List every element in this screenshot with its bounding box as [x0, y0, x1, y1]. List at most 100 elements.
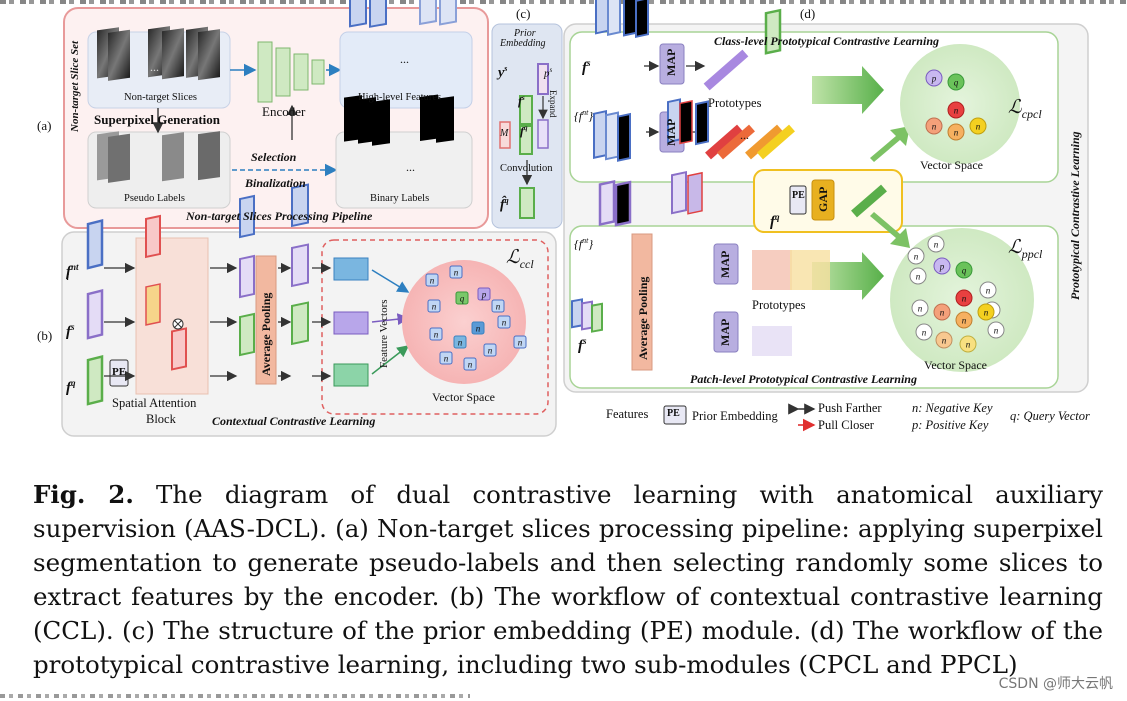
- y-s-symbol: ys: [498, 64, 508, 81]
- cpcl-positive-node: p: [925, 69, 943, 87]
- ccl-negative-node: n: [513, 335, 527, 349]
- vector-space-label-b: Vector Space: [432, 390, 495, 404]
- svg-text:q: q: [460, 294, 465, 304]
- ccl-negative-node: n: [439, 351, 453, 365]
- expand-label: Expand: [548, 90, 558, 118]
- ppcl-title: Patch-level Prototypical Contrastive Lea…: [690, 372, 917, 386]
- f-nt-symbol-d2: {fnt}: [574, 236, 594, 251]
- legend-pe-box: [663, 405, 687, 425]
- svg-text:n: n: [916, 272, 921, 282]
- ppcl-positive-node: p: [933, 257, 951, 275]
- encoder-shape: [257, 41, 325, 103]
- svg-text:n: n: [914, 252, 919, 262]
- svg-text:n: n: [502, 318, 507, 328]
- cpcl-negative-node: n: [925, 117, 943, 135]
- prior-embedding-title-1: Prior: [514, 28, 536, 39]
- ccl-negative-node: n: [449, 265, 463, 279]
- figure-caption: Fig. 2. The diagram of dual contrastive …: [33, 478, 1103, 682]
- svg-text:n: n: [468, 360, 473, 370]
- binary-label-images: [344, 94, 454, 146]
- svg-text:n: n: [986, 286, 991, 296]
- f-s-symbol-d2: fs: [578, 336, 587, 354]
- dots-binary: ...: [406, 160, 415, 174]
- m-label: M: [500, 128, 509, 139]
- spatial-attention-label: Spatial Attention: [112, 396, 197, 410]
- ccl-arrows: [104, 262, 410, 382]
- legend-push-farther: Push Farther: [818, 401, 882, 415]
- legend-pull-closer: Pull Closer: [818, 418, 874, 432]
- superpixel-generation-label: Superpixel Generation: [94, 112, 221, 127]
- map-label-ppcl-1: MAP: [718, 250, 732, 278]
- pcl-side-label: Prototypical Contrastive Learning: [1068, 131, 1082, 300]
- binalization-label: Binalization: [245, 176, 306, 190]
- high-level-features-label: High-level Features: [358, 92, 442, 103]
- legend-query-vector: q: Query Vector: [1010, 409, 1090, 423]
- ppcl-negative-node: n: [987, 321, 1005, 339]
- ppcl-mid-features: [667, 98, 709, 215]
- ccl-vector-stacks: [333, 257, 369, 387]
- svg-text:n: n: [454, 268, 459, 278]
- ccl-title: Contextual Contrastive Learning: [212, 414, 376, 428]
- panel-tag-d: (d): [800, 6, 816, 21]
- map-box-ppcl-2: [713, 311, 739, 353]
- f-s-symbol-c: fs: [518, 94, 525, 108]
- panel-tag-c: (c): [516, 6, 531, 21]
- ppcl-inputs: [593, 109, 632, 227]
- prototypes-label-ppcl: Prototypes: [752, 298, 806, 312]
- ppcl-negative-node: n: [911, 299, 929, 317]
- legend-pe-label: PE: [667, 408, 680, 419]
- loss-cpcl: ℒcpcl: [1008, 97, 1042, 121]
- vector-space-label-cpcl: Vector Space: [920, 158, 983, 172]
- legend-positive-key: p: Positive Key: [912, 418, 989, 432]
- svg-text:n: n: [962, 294, 967, 304]
- pe-label-d: PE: [792, 190, 805, 201]
- ppcl-negative-node: n: [933, 303, 951, 321]
- loss-ccl: ℒccl: [506, 247, 534, 271]
- svg-text:n: n: [962, 316, 967, 326]
- ppcl-negative-node: n: [909, 267, 927, 285]
- cpcl-negative-node: n: [947, 123, 965, 141]
- ppcl-negative-node: n: [927, 235, 945, 253]
- cropped-text-strip-top: [0, 0, 1127, 4]
- attention-internals: [145, 214, 187, 371]
- gap-label: GAP: [816, 186, 830, 212]
- svg-text:n: n: [518, 338, 523, 348]
- svg-text:n: n: [954, 128, 959, 138]
- pseudo-label-images: [97, 131, 220, 183]
- ppcl-negative-node: n: [977, 303, 995, 321]
- non-target-slices-label: Non-target Slices: [124, 92, 197, 103]
- svg-text:p: p: [481, 290, 487, 300]
- cpcl-query-node: q: [947, 73, 965, 91]
- avg-pooling-label-d: Average Pooling: [636, 276, 650, 360]
- ccl-negative-node: n: [427, 299, 441, 313]
- gap-internals: [764, 8, 887, 221]
- cpcl-inputs: [595, 0, 649, 39]
- ccl-negative-node: n: [425, 273, 439, 287]
- pipeline-title: Non-target Slices Processing Pipeline: [186, 209, 373, 223]
- svg-text:n: n: [434, 330, 439, 340]
- svg-text:p: p: [931, 74, 937, 84]
- pseudo-labels-label: Pseudo Labels: [124, 193, 185, 204]
- svg-text:n: n: [432, 302, 437, 312]
- svg-text:n: n: [942, 336, 947, 346]
- cropped-text-strip-bottom: [0, 694, 470, 698]
- feature-vectors-label: Feature Vectors: [378, 299, 390, 368]
- prior-embedding-shapes: [499, 63, 549, 219]
- slice-set-label: Non-target Slice Set: [69, 41, 81, 132]
- ccl-query-node: q: [455, 291, 469, 305]
- high-level-box: [339, 31, 473, 109]
- svg-text:n: n: [496, 302, 501, 312]
- f-nt-symbol-d1: {fnt}: [574, 108, 594, 123]
- caption-text: The diagram of dual contrastive learning…: [33, 480, 1103, 679]
- ppcl-negative-node: n: [955, 311, 973, 329]
- cpcl-negative-node: n: [969, 117, 987, 135]
- panel-tag-b: (b): [37, 328, 53, 343]
- f-nt-symbol-b: fnti: [66, 262, 79, 282]
- map-label-cpcl-1: MAP: [664, 48, 678, 76]
- caption-label: Fig. 2.: [33, 480, 134, 509]
- prior-embedding-title-2: Embedding: [500, 38, 546, 49]
- f-q-symbol-c: fq: [520, 124, 528, 138]
